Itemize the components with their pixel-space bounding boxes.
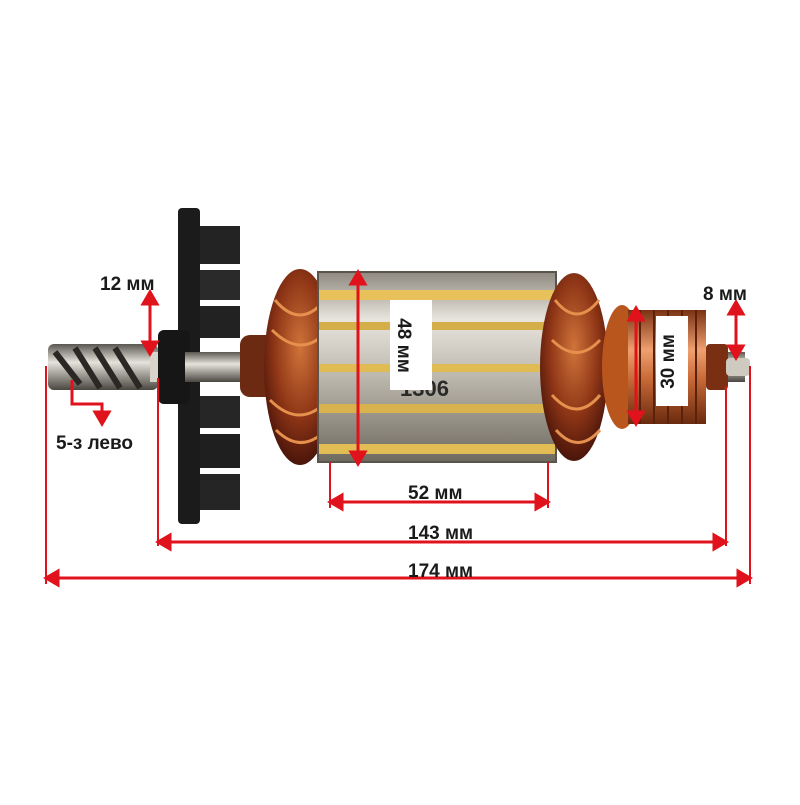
bearing-length-label: 143 мм — [408, 523, 474, 544]
core-diameter-label-bg — [390, 300, 432, 390]
total-length-label: 174 мм — [408, 561, 474, 582]
shaft-end-diameter-label: 8 мм — [703, 284, 747, 305]
right-winding — [540, 273, 608, 461]
shaft-end — [726, 358, 750, 376]
commutator-diameter-label: 30 мм — [657, 334, 679, 389]
fan — [158, 208, 240, 524]
thread-label: 5-з лево — [56, 433, 134, 454]
core-length-label: 52 мм — [408, 483, 463, 504]
shaft-diameter-label: 12 мм — [100, 274, 155, 295]
commutator-label-bg — [656, 316, 688, 406]
core-diameter-label: 48 мм — [392, 318, 414, 373]
